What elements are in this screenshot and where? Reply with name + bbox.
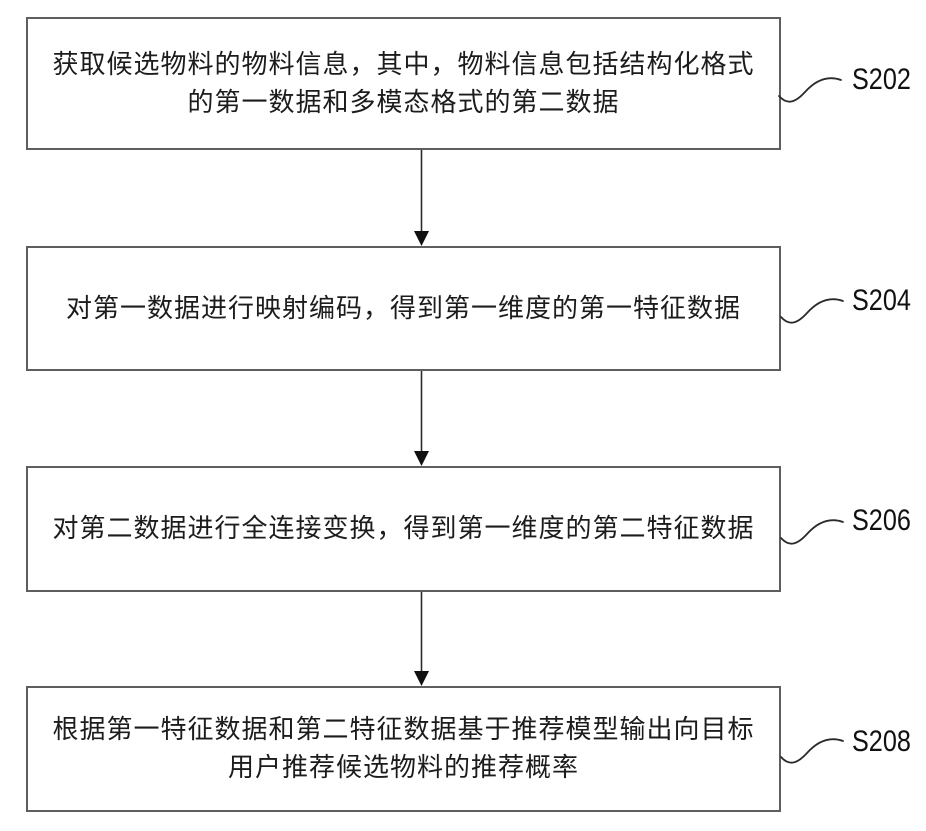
step-box-s208: 根据第一特征数据和第二特征数据基于推荐模型输出向目标 用户推荐候选物料的推荐概率 xyxy=(26,686,781,812)
step-s202-text-line1: 获取候选物料的物料信息，其中，物料信息包括结构化格式 xyxy=(52,49,755,79)
squiggle-connector-s204 xyxy=(780,298,844,324)
step-s202-text-line2: 的第一数据和多模态格式的第二数据 xyxy=(187,87,620,117)
down-arrow-3 xyxy=(414,592,429,686)
step-box-s206: 对第二数据进行全连接变换，得到第一维度的第二特征数据 xyxy=(26,466,781,592)
step-box-s202: 获取候选物料的物料信息，其中，物料信息包括结构化格式 的第一数据和多模态格式的第… xyxy=(26,17,781,150)
squiggle-connector-s208 xyxy=(780,738,844,764)
step-ref-s204: S204 xyxy=(852,284,911,317)
step-ref-s206: S206 xyxy=(852,504,911,537)
step-s208-text-line1: 根据第一特征数据和第二特征数据基于推荐模型输出向目标 xyxy=(52,715,755,744)
step-ref-s208: S208 xyxy=(852,725,911,758)
step-s208-text-line2: 用户推荐候选物料的推荐概率 xyxy=(227,753,579,782)
step-s204-text-line1: 对第一数据进行映射编码，得到第一维度的第一特征数据 xyxy=(65,293,741,323)
squiggle-connector-s206 xyxy=(780,519,844,545)
down-arrow-1 xyxy=(414,150,429,246)
down-arrow-2 xyxy=(414,371,429,466)
step-ref-s202: S202 xyxy=(852,63,911,96)
squiggle-connector-s202 xyxy=(778,77,842,103)
step-box-s204: 对第一数据进行映射编码，得到第一维度的第一特征数据 xyxy=(26,246,781,371)
step-s206-text-line1: 对第二数据进行全连接变换，得到第一维度的第二特征数据 xyxy=(52,514,755,543)
